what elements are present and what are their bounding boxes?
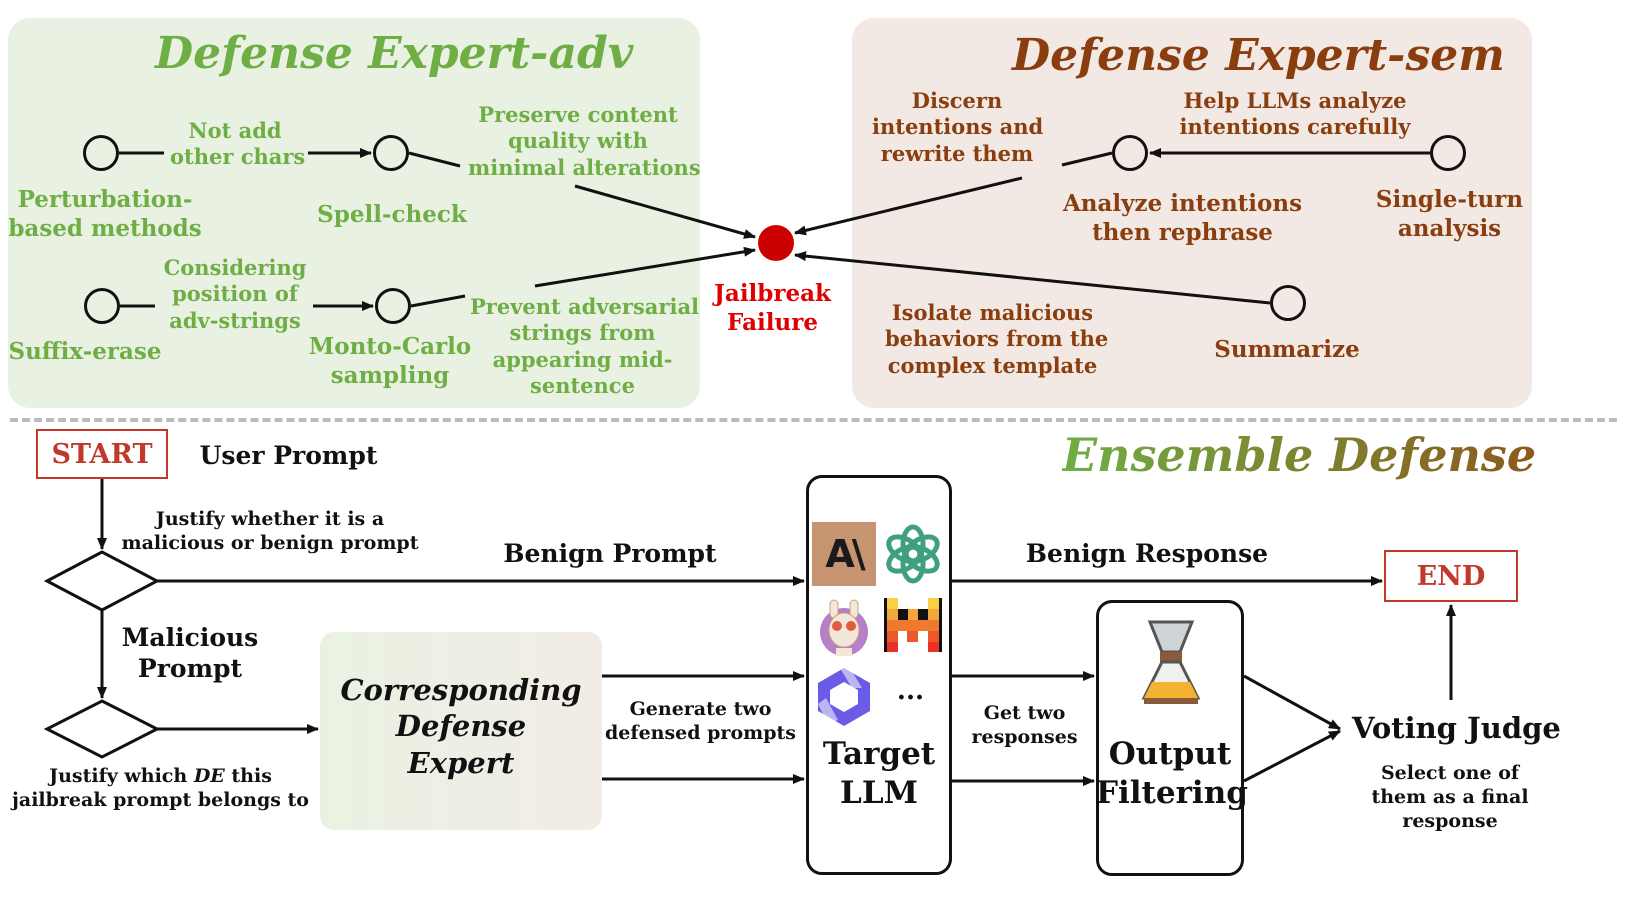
corresponding-de-label: Corresponding Defense Expert — [340, 673, 582, 780]
target-llm-box — [806, 475, 952, 875]
perturbation-label: Perturbation- based methods — [8, 186, 202, 242]
end-label: END — [1416, 561, 1486, 592]
discern-label: Discern intentions and rewrite them — [872, 88, 1044, 166]
output-filtering-box — [1096, 600, 1244, 876]
qwen-icon — [812, 664, 876, 730]
select-one-label: Select one of them as a final response — [1371, 762, 1529, 832]
start-label: START — [51, 439, 153, 470]
justify-de-post: this — [224, 765, 272, 787]
monte-carlo-label: Monto-Carlo sampling — [308, 333, 472, 389]
ensemble-title: Ensemble Defense — [1062, 428, 1537, 482]
sem-title: Defense Expert-sem — [1012, 30, 1505, 81]
output-filtering-label: Output Filtering — [1096, 736, 1248, 811]
help-llms-label: Help LLMs analyze intentions carefully — [1179, 88, 1411, 140]
justify-de-em: DE — [193, 765, 225, 787]
suffix-erase-label: Suffix-erase — [8, 338, 162, 365]
analyze-node — [1112, 135, 1148, 171]
summarize-label: Summarize — [1214, 336, 1360, 363]
llama-icon — [812, 592, 876, 658]
justify-de-line2: jailbreak prompt belongs to — [12, 788, 309, 811]
benign-response-label: Benign Response — [1025, 539, 1269, 568]
voting-judge-label: Voting Judge — [1352, 711, 1561, 745]
spell-check-label: Spell-check — [317, 201, 467, 228]
get-two-label: Get two responses — [971, 702, 1078, 748]
ellipsis-label: ... — [896, 676, 925, 706]
target-llm-label: Target LLM — [822, 736, 936, 811]
end-box — [1384, 550, 1518, 602]
generate-label: Generate two defensed prompts — [605, 698, 796, 744]
divider — [10, 418, 1617, 422]
anthropic-icon: A\ — [812, 522, 876, 586]
benign-prompt-label: Benign Prompt — [503, 539, 717, 568]
jailbreak-failure-label: Jailbreak Failure — [714, 280, 831, 336]
prevent-label: Prevent adversarial strings from appeari… — [470, 294, 700, 398]
sem-panel — [852, 18, 1532, 408]
suffix-erase-node — [84, 288, 120, 324]
perturbation-node — [83, 135, 119, 171]
isolate-label: Isolate malicious behaviors from the com… — [885, 300, 1109, 378]
summarize-node — [1270, 285, 1306, 321]
preserve-label: Preserve content quality with minimal al… — [468, 102, 701, 180]
openai-icon — [882, 522, 944, 586]
considering-label: Considering position of adv-strings — [163, 255, 307, 333]
analyze-label: Analyze intentions then rephrase — [1062, 190, 1303, 246]
justify-malicious-label: Justify whether it is a malicious or ben… — [121, 508, 419, 554]
adv-panel — [8, 18, 700, 408]
monte-carlo-node — [375, 288, 411, 324]
justify-de-pre: Justify which — [49, 765, 194, 787]
malicious-prompt-label: Malicious Prompt — [121, 623, 259, 684]
corresponding-de-box — [320, 632, 602, 830]
single-turn-label: Single-turn analysis — [1375, 186, 1524, 242]
user-prompt-label: User Prompt — [199, 441, 378, 470]
mistral-icon — [882, 596, 944, 654]
single-turn-node — [1430, 135, 1466, 171]
chemex-filter-icon — [1140, 620, 1202, 708]
adv-title: Defense Expert-adv — [155, 28, 634, 79]
justify-de-label: Justify which DE this jailbreak prompt b… — [8, 765, 313, 813]
jailbreak-dot — [758, 225, 794, 261]
start-box — [36, 429, 168, 479]
not-add-label: Not add other chars — [170, 118, 306, 170]
spell-check-node — [373, 135, 409, 171]
